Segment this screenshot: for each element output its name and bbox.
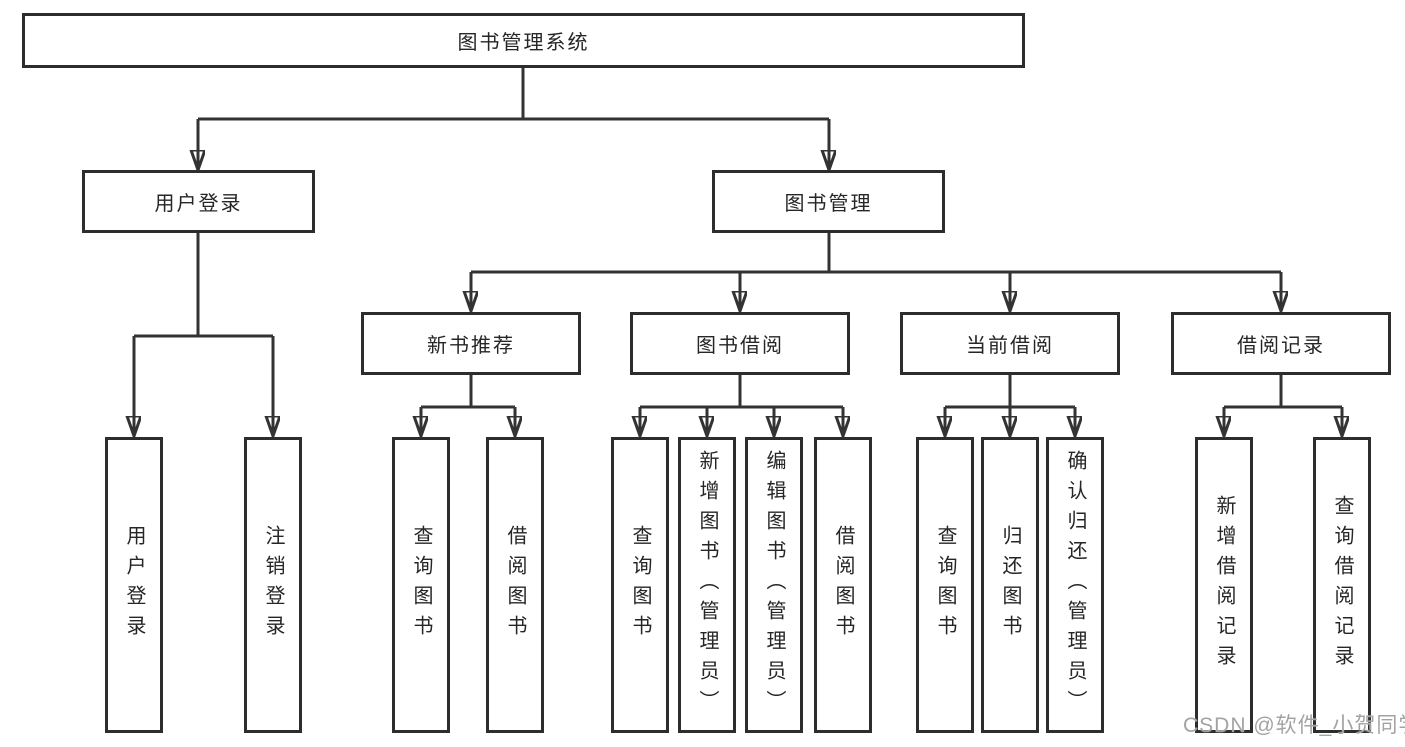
leaf-query-books-current: 查询图书 (916, 437, 974, 733)
leaf-add-borrow-record: 新增借阅记录 (1195, 437, 1253, 733)
leaf-user-login: 用户登录 (105, 437, 163, 733)
leaf-borrow-books: 借阅图书 (814, 437, 872, 733)
leaf-confirm-return-admin: 确认归还（管理员） (1046, 437, 1104, 733)
leaf-return-books: 归还图书 (981, 437, 1039, 733)
leaf-query-books-recommend: 查询图书 (392, 437, 450, 733)
node-current-borrowing: 当前借阅 (900, 312, 1120, 375)
leaf-query-books-borrowing: 查询图书 (611, 437, 669, 733)
node-library-system: 图书管理系统 (22, 13, 1025, 68)
node-book-management: 图书管理 (712, 170, 945, 233)
node-user-login: 用户登录 (82, 170, 315, 233)
leaf-query-borrow-record: 查询借阅记录 (1313, 437, 1371, 733)
node-book-borrowing: 图书借阅 (630, 312, 850, 375)
leaf-logout: 注销登录 (244, 437, 302, 733)
csdn-watermark: CSDN @软件_小贺同学 (1183, 714, 1405, 737)
node-new-book-recommend: 新书推荐 (361, 312, 581, 375)
leaf-add-book-admin: 新增图书（管理员） (678, 437, 736, 733)
node-borrow-records: 借阅记录 (1171, 312, 1391, 375)
leaf-edit-book-admin: 编辑图书（管理员） (745, 437, 803, 733)
leaf-borrow-books-recommend: 借阅图书 (486, 437, 544, 733)
